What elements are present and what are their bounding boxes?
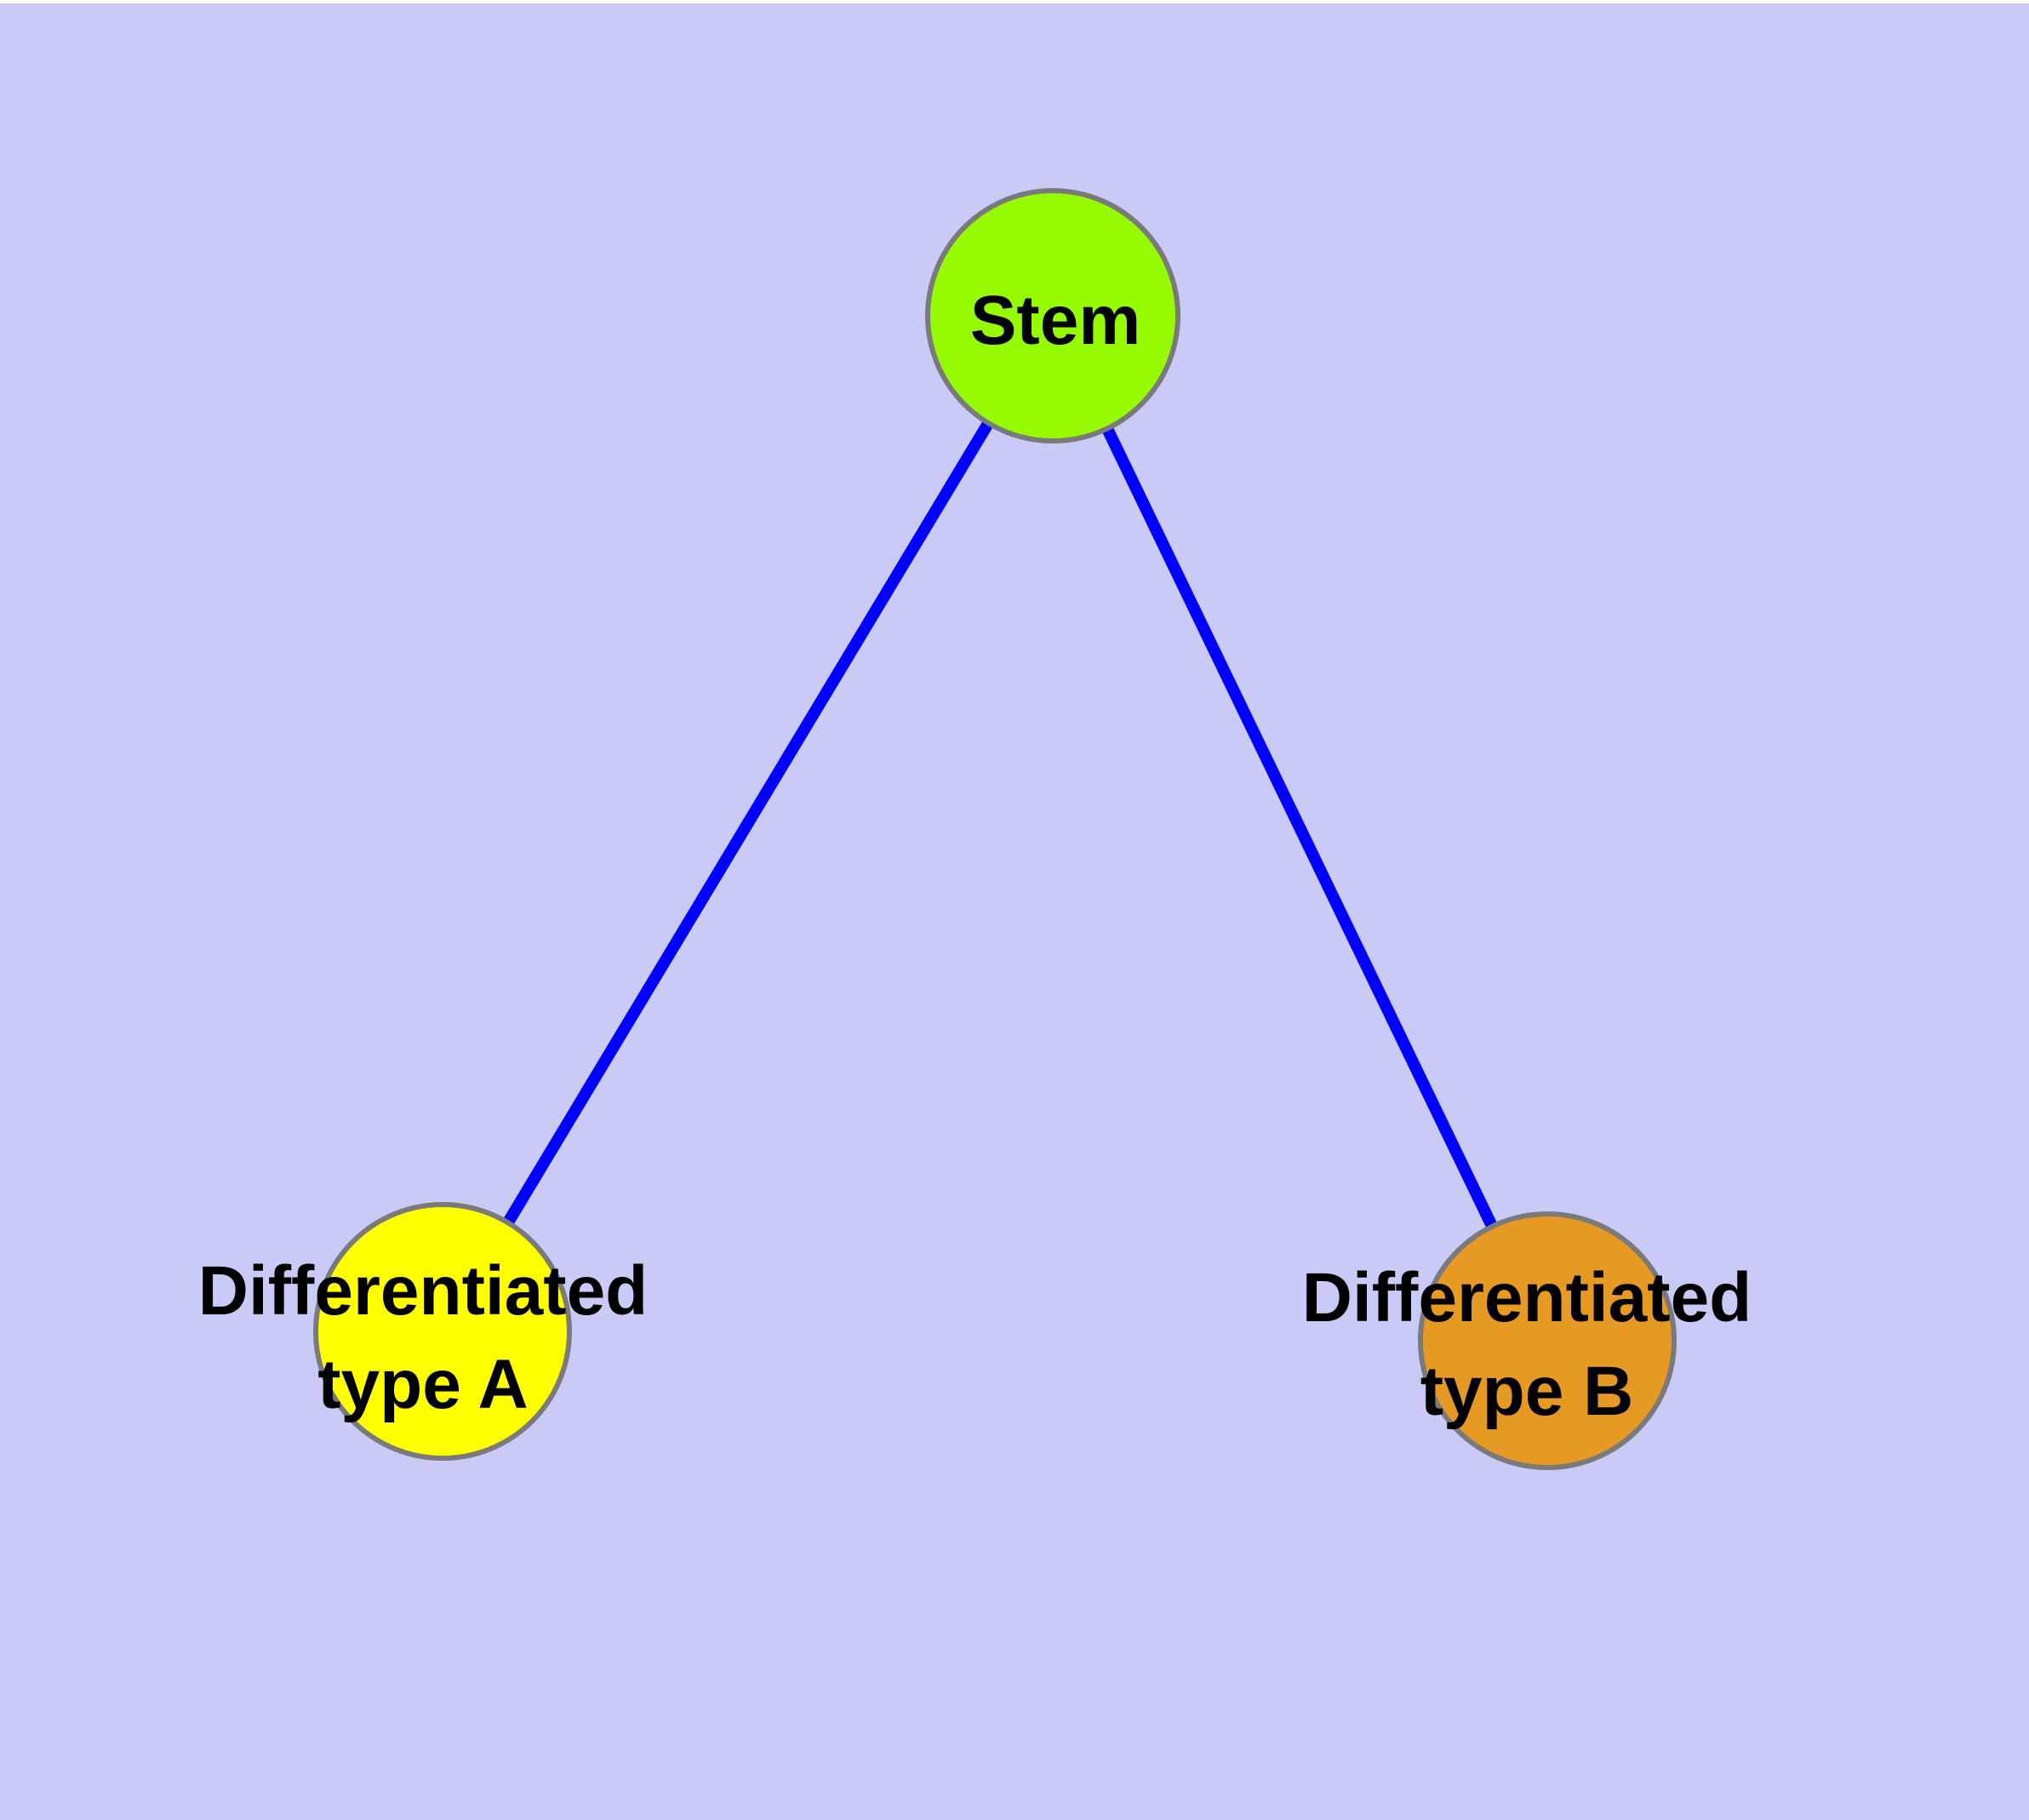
node-type-b [1418, 1211, 1677, 1470]
node-type-a [313, 1202, 572, 1461]
edge-stem-to-type-a [437, 312, 1058, 1335]
edge-stem-to-type-b [1047, 312, 1553, 1344]
node-stem [925, 188, 1180, 444]
node-label-type-a: Differentiated type A [197, 1252, 649, 1423]
node-label-stem: Stem [969, 282, 1141, 359]
node-label-type-b: Differentiated type B [1301, 1259, 1752, 1430]
